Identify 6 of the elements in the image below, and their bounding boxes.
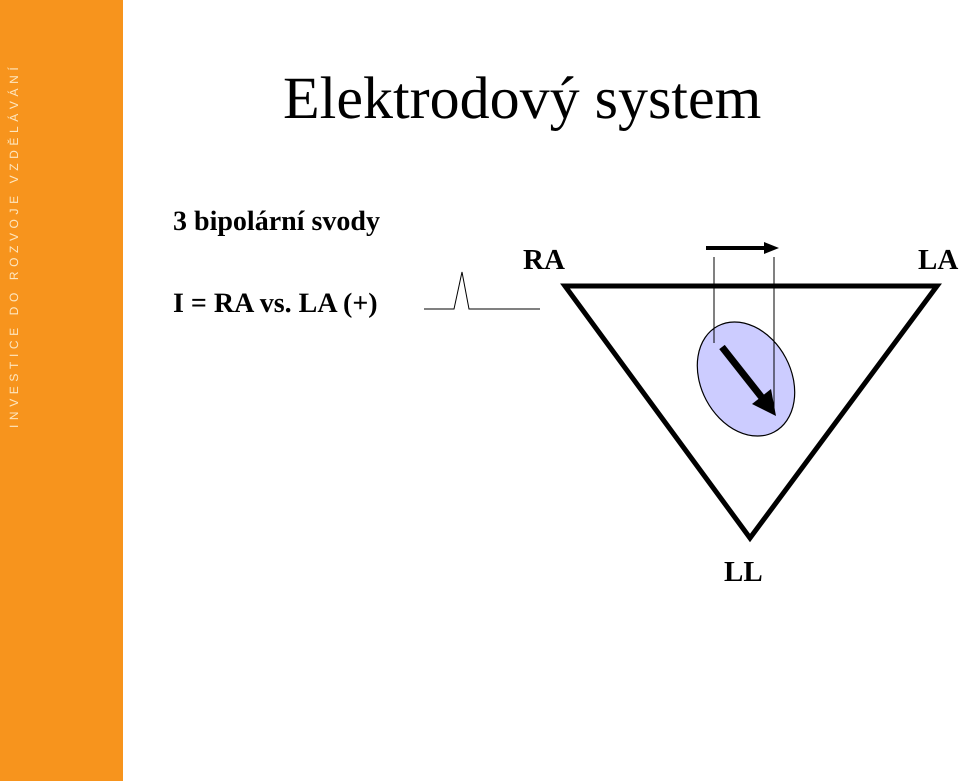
heading-text: 3 bipolární svody	[173, 208, 380, 236]
electrode-label: LA	[918, 246, 958, 275]
electrode-label: LL	[724, 558, 763, 587]
lead-text: I = RA vs. LA (+)	[173, 290, 378, 318]
electrode-label: RA	[523, 246, 565, 275]
vertical-slogan: INVESTICE DO ROZVOJE VZDĚLÁVÁNÍ	[8, 62, 20, 428]
